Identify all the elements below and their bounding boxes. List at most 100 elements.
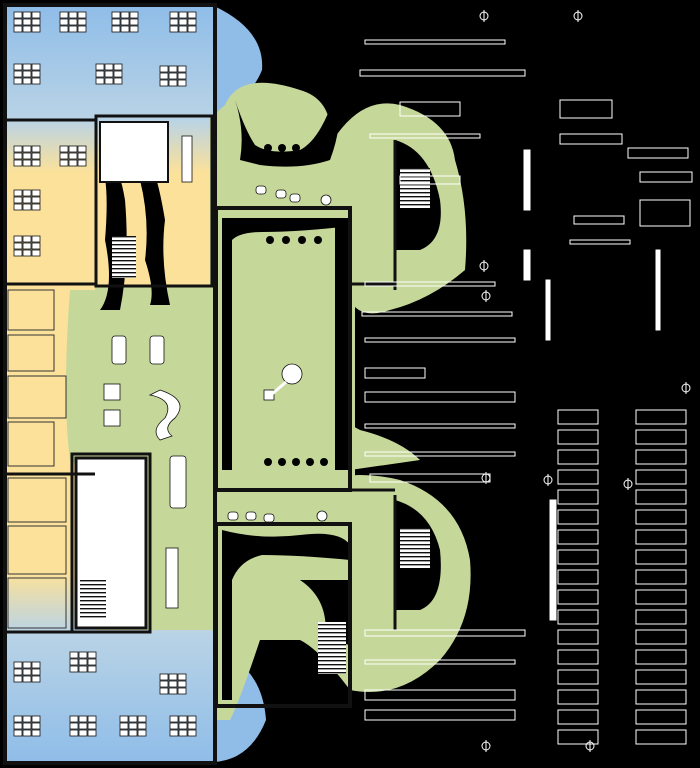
desk [137, 715, 147, 723]
room [559, 99, 613, 119]
meeting-room-6 [7, 525, 67, 575]
cabinet [557, 649, 599, 665]
rack [523, 149, 531, 211]
tree [222, 538, 226, 542]
meeting-room-4 [7, 421, 55, 467]
desk [169, 11, 179, 19]
column-marker [481, 740, 491, 752]
desk [177, 65, 187, 73]
column-marker [573, 10, 583, 22]
tree [222, 422, 226, 426]
tree [222, 254, 226, 258]
cabinet [557, 449, 599, 465]
cabinet [635, 429, 687, 445]
desk [177, 680, 187, 688]
cabinet [557, 489, 599, 505]
lounge-table-2 [103, 409, 121, 427]
pavilion-round [281, 363, 303, 385]
desk [22, 242, 32, 250]
stair-east-north [400, 168, 430, 208]
desk [22, 18, 32, 26]
counter [399, 175, 461, 185]
tree [222, 270, 226, 274]
desk [59, 11, 69, 19]
core-wall-north [94, 114, 214, 288]
tree [306, 144, 314, 152]
desk [119, 729, 129, 737]
desk [59, 18, 69, 26]
desk [13, 675, 23, 683]
tree [222, 682, 226, 686]
desk [169, 25, 179, 33]
lounge-sofa-2 [149, 335, 165, 365]
tree-rows [222, 144, 328, 694]
desk [31, 196, 41, 204]
tree [222, 650, 226, 654]
desk [22, 668, 32, 676]
tree [222, 318, 226, 322]
tree [222, 594, 226, 598]
curved-bench [148, 389, 181, 441]
seating-cluster-north-1 [255, 185, 267, 195]
desk [159, 72, 169, 80]
desk [87, 715, 97, 723]
desk [137, 729, 147, 737]
desk [187, 11, 197, 19]
desk [169, 18, 179, 26]
tree [222, 358, 226, 362]
column-marker [585, 740, 595, 752]
rack [523, 249, 531, 281]
atrium-long-table [169, 455, 187, 509]
desk [69, 658, 79, 666]
atrium-west-leak [66, 290, 95, 480]
atrium-central-right [300, 290, 420, 470]
desk [69, 722, 79, 730]
desk [31, 189, 41, 197]
desk [31, 249, 41, 257]
counter [361, 311, 513, 317]
desk [178, 25, 188, 33]
cabinet [635, 649, 687, 665]
meeting-room-1 [7, 289, 55, 331]
cabinet [557, 469, 599, 485]
tree [278, 458, 286, 466]
column-marker [623, 478, 633, 490]
desk [104, 70, 114, 78]
desk [113, 77, 123, 85]
desk [69, 729, 79, 737]
desk [120, 25, 130, 33]
desk [13, 152, 23, 160]
counter [364, 689, 516, 701]
tree [222, 302, 226, 306]
desk [159, 680, 169, 688]
cabinet [557, 569, 599, 585]
desk [113, 70, 123, 78]
room [569, 239, 631, 245]
seating-cluster-south-2 [245, 511, 257, 521]
desk [31, 661, 41, 669]
seating-cluster-south-3 [263, 513, 275, 523]
desk [13, 729, 23, 737]
desk [177, 79, 187, 87]
desk [31, 203, 41, 211]
counter [364, 281, 496, 287]
planting-south [222, 530, 350, 700]
lounge-table-1 [103, 383, 121, 401]
service-cores [74, 121, 430, 674]
column-marker [543, 474, 553, 486]
desk [168, 673, 178, 681]
desk [177, 673, 187, 681]
stair-east-south [400, 528, 430, 568]
desk [31, 152, 41, 160]
desk [31, 722, 41, 730]
tree [222, 690, 226, 694]
desk [22, 159, 32, 167]
desk [129, 11, 139, 19]
atrium-lower [95, 470, 471, 720]
desk [22, 661, 32, 669]
desk [77, 11, 87, 19]
counter [369, 133, 481, 139]
meeting-room-5 [7, 477, 67, 523]
rack [545, 279, 551, 341]
rack [549, 499, 557, 621]
